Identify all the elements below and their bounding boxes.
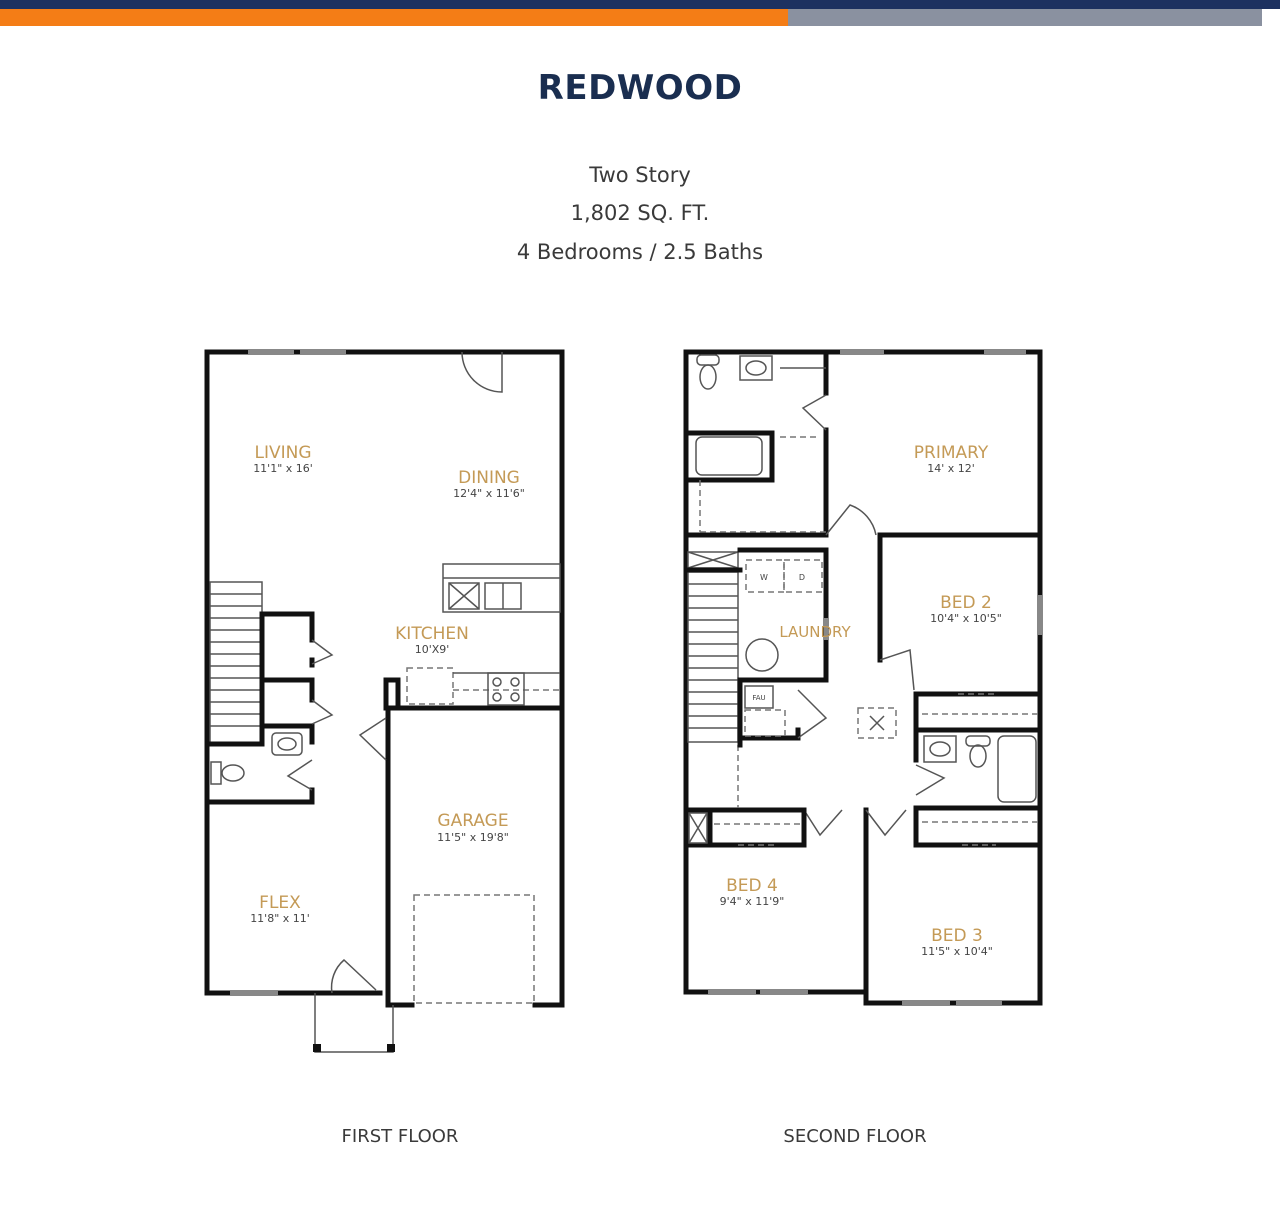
- second-floor-label: SECOND FLOOR: [783, 1126, 927, 1147]
- header-orange-bar: [0, 9, 788, 26]
- room-dims-bed-2: 10'4" x 10'5": [930, 612, 1002, 625]
- room-dims-primary: 14' x 12': [927, 462, 975, 475]
- plan-square-footage: 1,802 SQ. FT.: [570, 201, 710, 225]
- header-gray-bar: [788, 9, 1262, 26]
- room-label-garage: GARAGE: [437, 811, 508, 831]
- room-dims-living: 11'1" x 16': [253, 462, 313, 475]
- room-label-bed-4: BED 4: [726, 876, 778, 896]
- plan-bed-bath: 4 Bedrooms / 2.5 Baths: [516, 240, 764, 264]
- room-dims-bed-3: 11'5" x 10'4": [921, 945, 993, 958]
- header-navy-bar: [0, 0, 1280, 9]
- room-label-bed-3: BED 3: [931, 926, 983, 946]
- room-dims-dining: 12'4" x 11'6": [453, 487, 525, 500]
- plan-title: REDWOOD: [537, 68, 743, 108]
- room-dims-kitchen: 10'X9': [415, 643, 450, 656]
- washer-tag: W: [760, 573, 768, 582]
- room-label-kitchen: KITCHEN: [395, 624, 469, 644]
- plan-story-type: Two Story: [589, 163, 691, 187]
- dryer-tag: D: [799, 573, 805, 582]
- room-label-laundry: LAUNDRY: [779, 623, 851, 641]
- first-floor-plan: [204, 349, 565, 1053]
- room-label-bed-2: BED 2: [940, 593, 992, 613]
- fau-tag: FAU: [752, 694, 765, 702]
- room-label-flex: FLEX: [259, 893, 301, 913]
- room-label-primary: PRIMARY: [914, 443, 989, 463]
- room-dims-flex: 11'8" x 11': [250, 912, 310, 925]
- room-label-living: LIVING: [254, 443, 311, 463]
- second-floor-plan: [683, 349, 1043, 1006]
- first-floor-label: FIRST FLOOR: [341, 1126, 459, 1147]
- room-label-dining: DINING: [458, 468, 520, 488]
- room-dims-bed-4: 9'4" x 11'9": [720, 895, 785, 908]
- room-dims-garage: 11'5" x 19'8": [437, 831, 509, 844]
